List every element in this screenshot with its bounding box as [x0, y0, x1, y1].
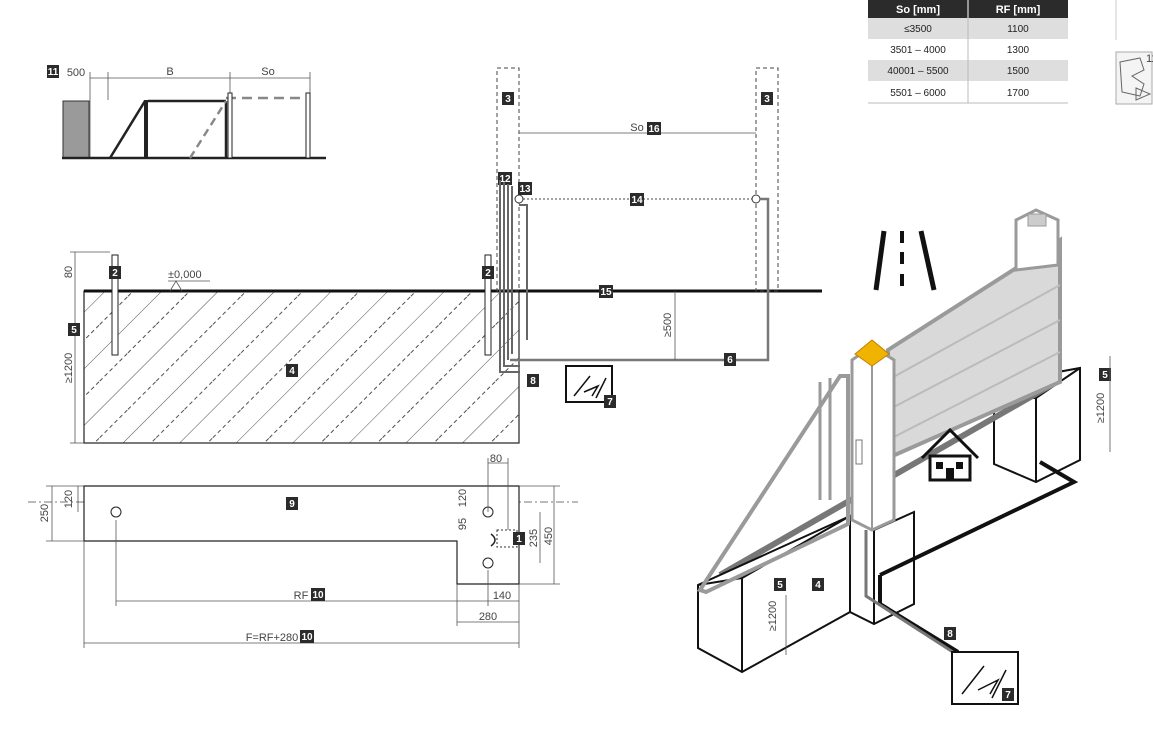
tag-9: 9: [289, 499, 295, 510]
tag-2: 2: [112, 268, 118, 279]
tag-3: 3: [505, 94, 511, 105]
table-cell: 3501 – 4000: [890, 45, 946, 56]
foundation-cross-section: 80 5 ≥1200 2 2 ±0,000 4 3 3 So 16 1: [63, 67, 822, 444]
dim-ge1200: ≥1200: [767, 601, 779, 632]
dim-140: 140: [493, 590, 511, 602]
tag-14: 14: [631, 195, 643, 206]
tag-10: 10: [312, 590, 324, 601]
tag-16: 16: [648, 124, 660, 135]
tag-12: 12: [499, 174, 511, 185]
so-label: So: [630, 122, 643, 134]
dim-ge1200: ≥1200: [63, 353, 75, 384]
foundation-plan: 9 1 120 250 80 120 95 235 450 RF 10 140: [28, 453, 578, 648]
side-badge: 11: [1146, 53, 1153, 65]
tag-4: 4: [815, 580, 821, 591]
f-label: F=RF+280: [246, 632, 299, 644]
table-cell: ≤3500: [904, 24, 932, 35]
dim-ge1200: ≥1200: [1095, 393, 1107, 424]
tag-7: 7: [1005, 690, 1011, 701]
tag-11: 11: [48, 67, 59, 78]
road-icon: [873, 230, 937, 291]
tag-5: 5: [1102, 370, 1108, 381]
rf-label: RF: [294, 590, 309, 602]
table-cell: 1500: [1007, 66, 1030, 77]
tag-10: 10: [301, 632, 313, 643]
dim-250: 250: [39, 504, 51, 522]
tag-8: 8: [530, 376, 536, 387]
table-header-rf: RF [mm]: [996, 4, 1041, 16]
level-label: ±0,000: [168, 269, 202, 281]
gate-overview-sketch: 11 500 B So: [47, 65, 326, 160]
tag-5: 5: [71, 325, 77, 336]
tag-1: 1: [516, 534, 522, 545]
dim-120-right: 120: [457, 489, 469, 507]
tag-8: 8: [947, 629, 953, 640]
table-cell: 40001 – 5500: [887, 66, 949, 77]
table-cell: 1700: [1007, 88, 1030, 99]
table-header-so: So [mm]: [896, 4, 940, 16]
tag-13: 13: [519, 184, 531, 195]
gate-reference-icon: 11: [1115, 0, 1153, 105]
dim-120-left: 120: [63, 490, 75, 508]
dim-80: 80: [63, 266, 75, 278]
dim-so: So: [261, 66, 274, 78]
isometric-gate-view: 5 ≥1200 5 4 ≥1200 8 7: [696, 208, 1111, 705]
tag-7: 7: [607, 397, 613, 408]
table-cell: 5501 – 6000: [890, 88, 946, 99]
tag-5: 5: [777, 580, 783, 591]
tag-6: 6: [727, 355, 733, 366]
tag-3: 3: [764, 94, 770, 105]
tag-15: 15: [600, 287, 612, 298]
dim-80: 80: [490, 453, 502, 465]
table-cell: 1100: [1007, 24, 1029, 35]
house-icon: [920, 427, 980, 482]
dim-95: 95: [457, 518, 469, 530]
dim-235: 235: [528, 529, 540, 547]
dim-280: 280: [479, 611, 497, 623]
table-cell: 1300: [1007, 45, 1030, 56]
dim-ge500: ≥500: [662, 313, 674, 337]
dim-500: 500: [67, 67, 85, 79]
tag-2: 2: [485, 268, 491, 279]
dim-450: 450: [543, 527, 555, 545]
dimension-table: So [mm] RF [mm] ≤3500 1100 3501 – 4000 1…: [868, 0, 1068, 104]
tag-4: 4: [289, 366, 295, 377]
dim-b: B: [166, 66, 173, 78]
